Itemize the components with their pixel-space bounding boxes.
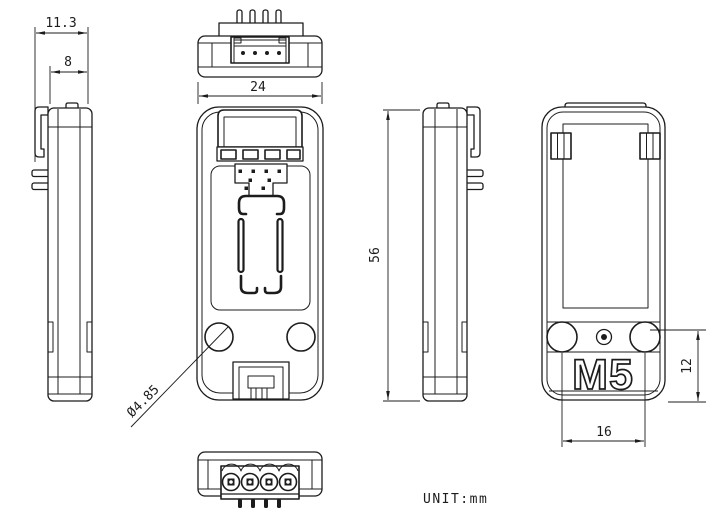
left-side-view [31, 102, 93, 402]
back-window [562, 123, 649, 309]
dim-overall-depth-label: 11.3 [45, 16, 76, 31]
m5-logo: M5 [572, 351, 634, 399]
pin-pad [220, 149, 237, 160]
dim-body-depth-label: 8 [64, 55, 72, 70]
top-tab [436, 102, 450, 108]
back-view: M5 [541, 102, 666, 401]
connector-plate [218, 22, 304, 38]
edge-clip [461, 321, 467, 353]
bottom-view [197, 451, 323, 508]
hook-foot [239, 274, 259, 295]
slot [276, 217, 284, 274]
clip-bracket [237, 194, 286, 216]
back-clip-left [550, 132, 572, 160]
dim-overall-depth: 11.3 [34, 16, 89, 162]
grove-connector-top [230, 36, 290, 64]
pin-pad [286, 149, 301, 160]
dim-height: 56 [368, 109, 420, 402]
right-body [422, 107, 468, 402]
dim-width: 24 [197, 80, 323, 104]
grove-connector-front [217, 109, 303, 148]
dim-hole-spacing: 16 [561, 353, 646, 447]
pin-pad [242, 149, 259, 160]
dim-height-label: 56 [368, 247, 383, 263]
left-body [47, 107, 93, 402]
top-view [197, 9, 323, 78]
dim-hole-spacing-label: 16 [596, 425, 612, 440]
dim-width-label: 24 [250, 80, 266, 95]
dim-hole-offset: 12 [650, 329, 706, 403]
edge-clip [48, 321, 54, 353]
pin-pad [264, 149, 281, 160]
socket-front [232, 361, 290, 400]
unit-label: UNIT:mm [423, 492, 488, 507]
side-hook [466, 106, 481, 158]
mounting-hole-right [629, 321, 661, 353]
mounting-hole-right [286, 322, 316, 352]
edge-clip [86, 321, 92, 353]
side-hook [34, 106, 49, 158]
front-view [196, 106, 324, 401]
hole-diameter-label: Ø4.85 [124, 382, 162, 420]
back-clip-right [639, 132, 661, 160]
socket-holes [221, 472, 298, 492]
top-tab [65, 102, 79, 108]
hook-foot [263, 274, 283, 295]
led-hole [595, 328, 613, 346]
dim-body-depth: 8 [49, 55, 87, 104]
slot [237, 217, 245, 274]
dim-hole-offset-label: 12 [680, 358, 695, 374]
edge-clip [423, 321, 429, 353]
mounting-hole-left [546, 321, 578, 353]
right-side-view [422, 102, 484, 402]
